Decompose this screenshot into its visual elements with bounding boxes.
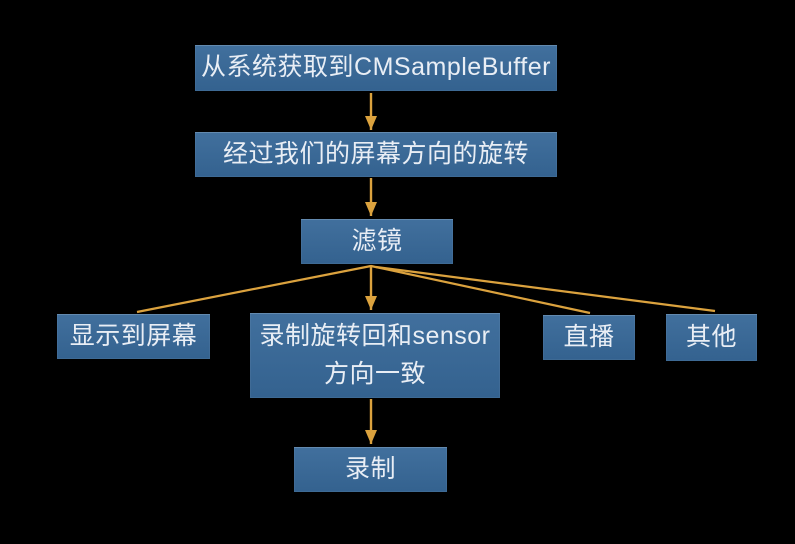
node-other: 其他 xyxy=(666,314,757,361)
node-display-to-screen: 显示到屏幕 xyxy=(57,314,210,359)
node-screen-orientation-rotation: 经过我们的屏幕方向的旋转 xyxy=(195,132,557,177)
node-record: 录制 xyxy=(294,447,447,492)
edge-filter-to-live xyxy=(370,264,591,315)
node-filter: 滤镜 xyxy=(301,219,453,264)
node-cmsamplebuffer-from-system: 从系统获取到CMSampleBuffer xyxy=(195,45,557,91)
node-record-rotate-to-sensor-orientation: 录制旋转回和sensor 方向一致 xyxy=(250,313,500,398)
edge-filter-to-display xyxy=(136,264,372,314)
edge-filter-to-other xyxy=(375,265,716,313)
node-live-stream: 直播 xyxy=(543,315,635,360)
